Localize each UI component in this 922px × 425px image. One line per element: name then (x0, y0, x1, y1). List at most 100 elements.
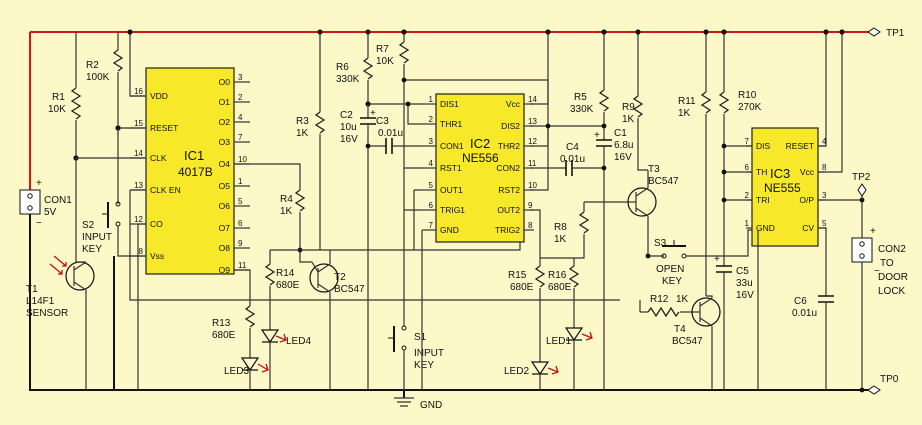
c5-plus: + (714, 254, 720, 265)
con2-line1: TO (880, 258, 894, 269)
r12-value: 1K (676, 294, 689, 305)
s1-switch: S1 INPUT KEY (388, 210, 444, 390)
r12-resistor: R12 1K (640, 294, 694, 318)
ic2-pin-12-name: THR2 (498, 141, 520, 151)
c2-value: 10u (340, 122, 357, 133)
ic1-part: 4017B (178, 165, 213, 179)
ic1-pin-9-name: O8 (219, 243, 231, 253)
ic3-pin-2-number: 2 (745, 191, 750, 200)
ic1-pin-9-number: 9 (238, 239, 243, 248)
ic2-pin-4-name: RST1 (440, 163, 462, 173)
c6-value: 0.01u (792, 308, 817, 319)
ic3-pin-5-number: 5 (822, 219, 827, 228)
ic1-pin-8-name: Vss (150, 251, 164, 261)
c6-capacitor: C6 0.01u (792, 227, 834, 390)
ic3-pin-1-number: 1 (745, 219, 750, 228)
s2-label: S2 (82, 220, 95, 231)
r14-label: R14 (276, 268, 295, 279)
t4-transistor: T4 BC547 (672, 295, 721, 390)
con1-voltage: 5V (44, 207, 57, 218)
c3-value: 0.01u (378, 128, 403, 139)
ic1-pin-5-number: 5 (238, 197, 243, 206)
con2-plus: + (870, 226, 876, 237)
r8-resistor: R8 1K (540, 201, 630, 259)
ic2-body (435, 93, 525, 243)
r13-value: 680E (212, 330, 236, 341)
ic1-pin-16-name: VDD (150, 91, 168, 101)
ic2-pin-14-number: 14 (528, 95, 537, 104)
tp1-terminal: TP1 (867, 27, 905, 39)
ic3-pin-3-name: O/P (799, 195, 814, 205)
r8-label: R8 (554, 222, 567, 233)
r11-value: 1K (678, 108, 691, 119)
t3-part: BC547 (648, 176, 679, 187)
ic3-name: IC3 (770, 166, 790, 181)
ic3-pin-4-number: 4 (822, 137, 827, 146)
t2-label: T2 (334, 272, 346, 283)
led1-label: LED1 (546, 336, 571, 347)
r10-label: R10 (738, 90, 757, 101)
s1-line1: INPUT (414, 348, 444, 359)
r9-label: R9 (622, 102, 635, 113)
ic1-pin-16-number: 16 (134, 87, 143, 96)
ic2-pin-1-number: 1 (429, 95, 434, 104)
con2-connector: + − CON2 TO DOOR LOCK (851, 226, 908, 390)
r4-value: 1K (280, 206, 293, 217)
ic3-pin-7-number: 7 (745, 137, 750, 146)
ic2-pin-10-name: RST2 (498, 185, 520, 195)
led3: LED3 (224, 328, 269, 390)
ic2-pin-6-name: TRIG1 (440, 205, 465, 215)
ic1-pin-4-number: 4 (238, 113, 243, 122)
ic2-pin-3-name: CON1 (440, 141, 464, 151)
ic2-pin-1-name: DIS1 (440, 99, 459, 109)
gnd-label: GND (420, 400, 442, 411)
r4-label: R4 (280, 194, 293, 205)
vcc-rail (29, 31, 874, 190)
con1-label: CON1 (44, 195, 72, 206)
c1-capacitor: + C1 6.8u 16V (594, 126, 633, 168)
con2-line3: LOCK (878, 286, 906, 297)
ic1-name: IC1 (184, 148, 204, 163)
ic1-pin-1-number: 1 (238, 177, 243, 186)
ic1-pin-11-name: O9 (219, 265, 231, 275)
con1-minus: − (36, 218, 42, 229)
ic1-pin-11-number: 11 (238, 261, 247, 270)
r1-label: R1 (52, 92, 65, 103)
c1-voltage: 16V (614, 152, 632, 163)
r5-value: 330K (570, 104, 594, 115)
ic2-pin-7-name: GND (440, 225, 459, 235)
r6-label: R6 (336, 62, 349, 73)
c2-label: C2 (340, 110, 353, 121)
led2-label: LED2 (504, 366, 529, 377)
ic2-pin-11-name: CON2 (496, 163, 520, 173)
ic1-body (145, 67, 235, 275)
ic2-pin-6-number: 6 (429, 201, 434, 210)
tp0-label: TP0 (880, 374, 899, 385)
t3-transistor: T3 BC547 (627, 164, 679, 234)
s3-label: S3 (654, 238, 667, 249)
ic2-pin-14-name: Vcc (506, 99, 521, 109)
s3-line1: OPEN (656, 264, 684, 275)
r14-resistor: R14 680E (264, 250, 300, 291)
ic2-name: IC2 (470, 136, 490, 151)
ic1-pin-12-number: 12 (134, 215, 143, 224)
ic2-pin-2-number: 2 (429, 115, 434, 124)
c5-capacitor: + C5 33u 16V (714, 200, 754, 390)
c1-label: C1 (614, 128, 627, 139)
r16-label: R16 (548, 270, 567, 281)
r2-label: R2 (86, 60, 99, 71)
r2-value: 100K (86, 72, 110, 83)
ic2-pin-12-number: 12 (528, 137, 537, 146)
ic3-pin-3-number: 3 (822, 191, 827, 200)
c5-voltage: 16V (736, 290, 754, 301)
r3-resistor: R3 1K (296, 32, 326, 250)
ic2-pin-8-number: 8 (528, 221, 533, 230)
r13-label: R13 (212, 318, 231, 329)
led4-label: LED4 (286, 336, 311, 347)
r16-value: 680E (548, 282, 572, 293)
c6-label: C6 (794, 296, 807, 307)
